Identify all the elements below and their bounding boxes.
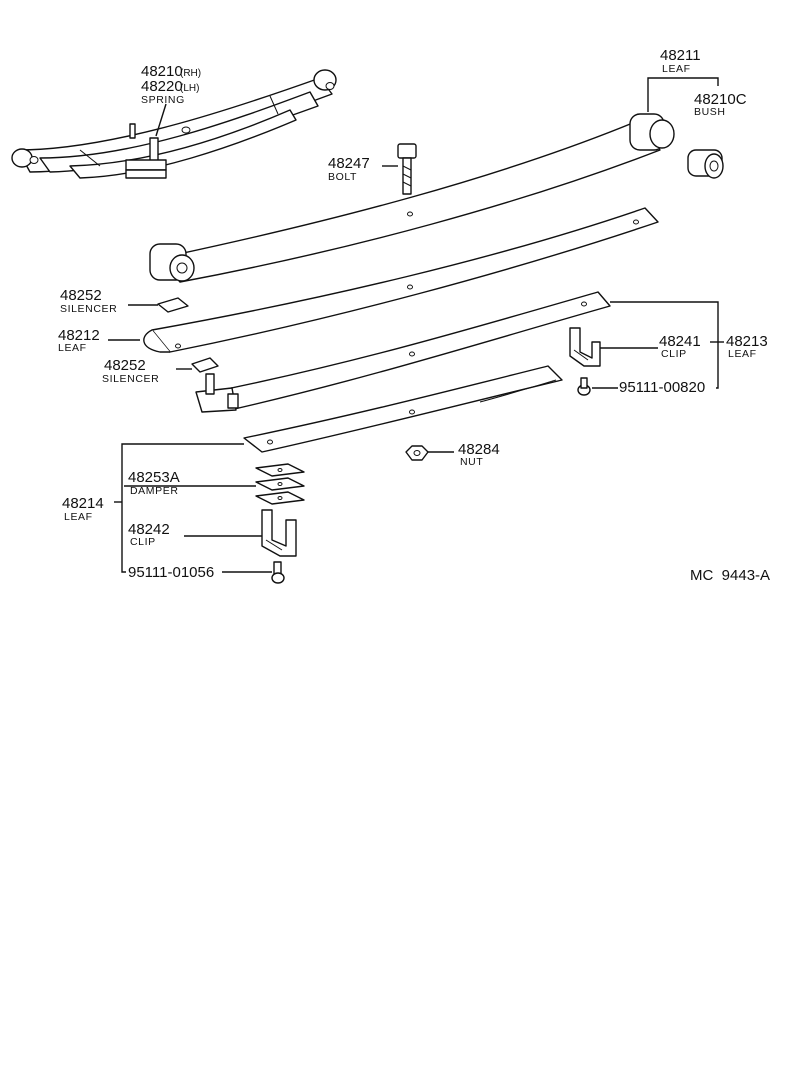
svg-text:48252: 48252 (60, 287, 102, 304)
svg-text:48210C: 48210C (694, 91, 747, 108)
bolt-48247-drawing (397, 143, 417, 195)
nut-48284-drawing (405, 445, 429, 461)
label-leaf-48214: 48214 LEAF (62, 495, 104, 523)
silencer-lower-drawing (191, 357, 219, 373)
figure-code: MC 9443-A (690, 567, 770, 584)
svg-text:SPRING: SPRING (141, 94, 185, 106)
label-spring: 48210 (RH) 48220 (LH) SPRING (141, 63, 201, 106)
svg-text:48214: 48214 (62, 495, 104, 512)
svg-text:48284: 48284 (458, 441, 500, 458)
svg-text:SILENCER: SILENCER (60, 303, 117, 315)
leaf-48213-drawing (195, 291, 611, 413)
label-leaf-48211: 48211 LEAF (660, 47, 701, 75)
clip-48242-drawing (261, 509, 297, 557)
svg-text:48242: 48242 (128, 521, 170, 538)
svg-text:DAMPER: DAMPER (130, 485, 179, 497)
svg-text:(LH): (LH) (180, 83, 199, 94)
label-clip-48241: 48241 CLIP (659, 333, 701, 360)
label-damper: 48253A DAMPER (128, 469, 180, 497)
svg-text:48241: 48241 (659, 333, 701, 350)
leaf-48214-drawing (243, 365, 563, 453)
label-leaf-48212: 48212 LEAF (58, 327, 100, 354)
label-bush: 48210C BUSH (694, 91, 747, 118)
svg-text:SILENCER: SILENCER (102, 373, 159, 385)
clip-48241-drawing (569, 327, 601, 367)
leaf-48211-drawing (149, 113, 675, 283)
silencer-upper-drawing (157, 297, 189, 313)
label-bolt-95111-01056: 95111-01056 (128, 564, 214, 581)
leaf-48212-drawing (143, 207, 659, 353)
svg-text:CLIP: CLIP (661, 348, 687, 360)
svg-text:(RH): (RH) (180, 68, 201, 79)
svg-text:BOLT: BOLT (328, 171, 357, 183)
svg-text:48211: 48211 (660, 47, 701, 64)
svg-text:48220: 48220 (141, 78, 183, 95)
bolt-95111-00820-drawing (577, 377, 591, 396)
label-nut: 48284 NUT (458, 441, 500, 468)
svg-text:LEAF: LEAF (58, 342, 87, 354)
svg-text:NUT: NUT (460, 456, 483, 468)
label-leaf-48213: 48213 LEAF (726, 333, 768, 360)
svg-text:48212: 48212 (58, 327, 100, 344)
label-clip-48242: 48242 CLIP (128, 521, 170, 548)
label-silencer-upper: 48252 SILENCER (60, 287, 117, 315)
label-silencer-lower: 48252 SILENCER (102, 357, 159, 385)
svg-text:48252: 48252 (104, 357, 146, 374)
svg-text:LEAF: LEAF (728, 348, 757, 360)
svg-text:48247: 48247 (328, 155, 370, 172)
label-bolt-48247: 48247 BOLT (328, 155, 370, 183)
svg-text:LEAF: LEAF (64, 511, 93, 523)
spring-assembly-drawing (11, 69, 337, 179)
bolt-95111-01056-drawing (271, 561, 285, 584)
spring-leader (155, 103, 167, 137)
svg-text:LEAF: LEAF (662, 63, 691, 75)
bush-48210c-drawing (687, 149, 724, 179)
label-bolt-95111-00820: 95111-00820 (619, 379, 705, 396)
svg-text:48210: 48210 (141, 63, 183, 80)
svg-text:CLIP: CLIP (130, 536, 156, 548)
svg-text:48213: 48213 (726, 333, 768, 350)
svg-text:BUSH: BUSH (694, 106, 726, 118)
damper-48253a-drawing (255, 463, 305, 505)
svg-text:48253A: 48253A (128, 469, 180, 486)
